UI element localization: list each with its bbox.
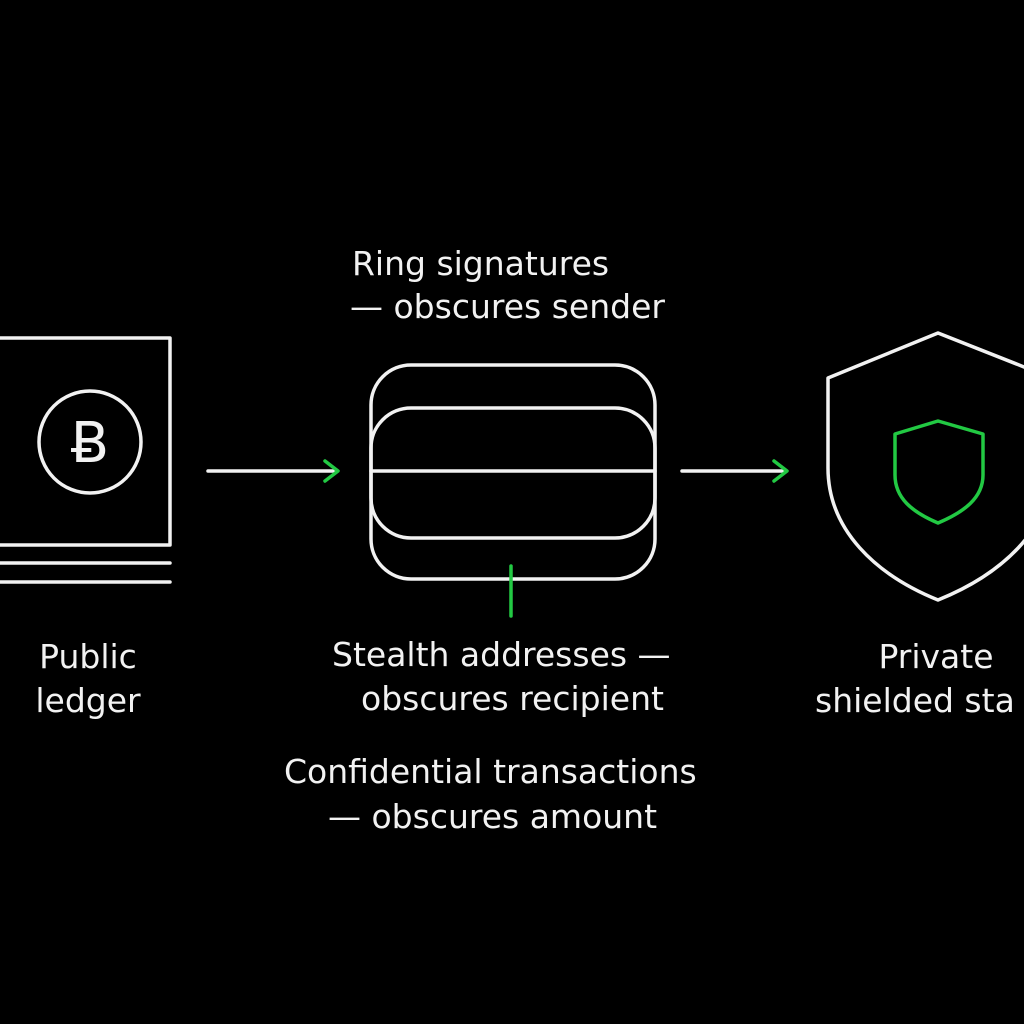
confidential-transactions-title: Confidential transactions — [284, 752, 697, 791]
ledger-page-outline — [0, 336, 172, 547]
arrow-head-icon — [772, 459, 789, 483]
bitcoin-icon: Ƀ — [71, 411, 109, 476]
privacy-layer-node: Ring signatures — obscures sender Stealt… — [284, 244, 697, 836]
confidential-transactions-desc: — obscures amount — [328, 797, 657, 836]
private-state-label-line1: Private — [878, 637, 993, 676]
shield-inner — [893, 419, 985, 525]
bitcoin-ledger-icon: Ƀ — [0, 336, 172, 584]
private-state-label-line2: shielded sta — [815, 681, 1015, 720]
shield-outer — [826, 331, 1024, 602]
arrow-ledger-to-privacy — [206, 459, 340, 483]
public-ledger-label-line1: Public — [39, 637, 137, 676]
private-state-node: Private shielded sta — [815, 331, 1024, 720]
stealth-addresses-title: Stealth addresses — — [332, 635, 671, 674]
coin-circle — [37, 389, 143, 495]
ring-signatures-title: Ring signatures — [352, 244, 609, 283]
ring-signatures-desc: — obscures sender — [350, 287, 665, 326]
shield-icon — [826, 331, 1024, 602]
layer-inner — [369, 406, 657, 540]
public-ledger-node: Ƀ Public ledger — [0, 336, 172, 720]
stealth-addresses-desc: obscures recipient — [361, 679, 664, 718]
arrow-privacy-to-shielded — [680, 459, 789, 483]
public-ledger-label-line2: ledger — [35, 681, 141, 720]
arrow-head-icon — [323, 459, 340, 483]
stacked-layers-icon — [369, 363, 657, 581]
